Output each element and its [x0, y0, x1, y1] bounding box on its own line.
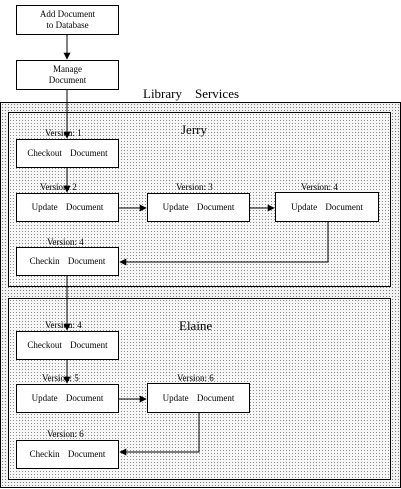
jerry-version-label-checkout: Version: 1 — [45, 128, 82, 138]
elaine-update-label-1: Update Document — [31, 393, 104, 403]
manage-document-box: Manage Document — [16, 60, 119, 90]
elaine-update-box-2: Update Document — [147, 383, 250, 413]
add-document-box: Add Document to Database — [16, 5, 119, 35]
manage-document-label: Manage Document — [48, 64, 87, 85]
jerry-version-label-update2: Version: 3 — [176, 182, 213, 192]
jerry-update-box-3: Update Document — [275, 192, 379, 222]
elaine-version-label-update1: Version: 5 — [42, 373, 79, 383]
elaine-checkout-box: Checkout Document — [16, 331, 119, 360]
jerry-update-label-3: Update Document — [291, 201, 363, 212]
elaine-version-label-update2: Version: 6 — [177, 373, 214, 383]
jerry-version-label-update1: Version: 2 — [40, 182, 77, 192]
elaine-update-box-1: Update Document — [16, 384, 119, 413]
elaine-checkout-label: Checkout Document — [27, 340, 108, 350]
elaine-checkin-label: Checkin Document — [29, 449, 106, 459]
elaine-checkin-box: Checkin Document — [16, 440, 119, 469]
jerry-update-label-1: Update Document — [31, 202, 104, 212]
jerry-checkout-box: Checkout Document — [16, 139, 119, 168]
jerry-update-box-1: Update Document — [16, 193, 119, 222]
elaine-update-label-2: Update Document — [162, 392, 235, 403]
jerry-version-label-update3: Version: 4 — [301, 182, 338, 192]
jerry-version-label-checkin: Version: 4 — [47, 237, 84, 247]
jerry-checkin-box: Checkin Document — [16, 247, 119, 276]
jerry-update-box-2: Update Document — [147, 193, 250, 222]
elaine-title: Elaine — [179, 318, 213, 333]
jerry-update-label-2: Update Document — [162, 202, 235, 212]
jerry-title: Jerry — [181, 122, 207, 137]
jerry-checkin-label: Checkin Document — [29, 256, 106, 266]
library-services-title: Library Services — [143, 86, 240, 101]
add-document-label: Add Document to Database — [39, 9, 96, 30]
elaine-version-label-checkin: Version: 6 — [47, 429, 84, 439]
jerry-checkout-label: Checkout Document — [27, 148, 108, 158]
elaine-version-label-checkout: Version: 4 — [45, 320, 82, 330]
